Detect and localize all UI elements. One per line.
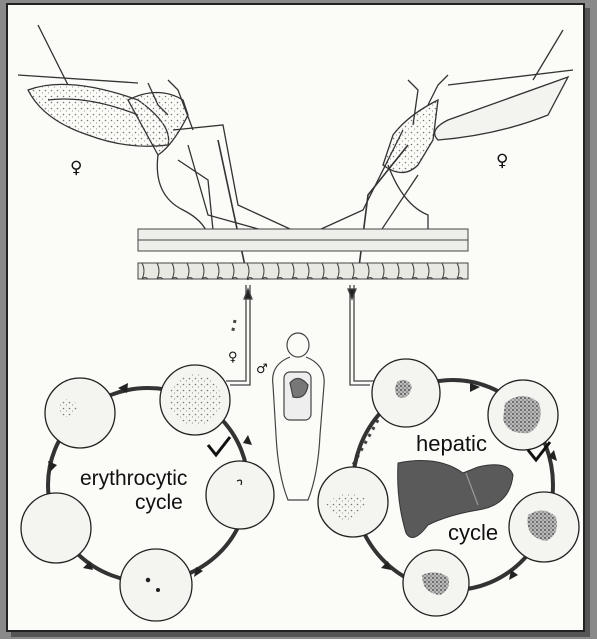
human-figure-icon: [273, 333, 325, 500]
diagram-frame: ♀ ♀ ♀ ♂ erythrocytic cycle hepatic cycle: [6, 3, 585, 632]
erythrocytic-label: erythrocytic: [80, 467, 187, 491]
female-symbol-small: ♀: [228, 350, 238, 365]
hepatic-cycle-label: cycle: [448, 520, 498, 546]
female-symbol-left: ♀: [70, 158, 82, 178]
male-symbol-small: ♂: [256, 362, 268, 377]
female-symbol-right: ♀: [496, 151, 508, 171]
skin-layer-icon: [138, 229, 468, 279]
hepatic-label: hepatic: [416, 431, 487, 457]
erythrocytic-cycle-label: cycle: [135, 491, 183, 515]
